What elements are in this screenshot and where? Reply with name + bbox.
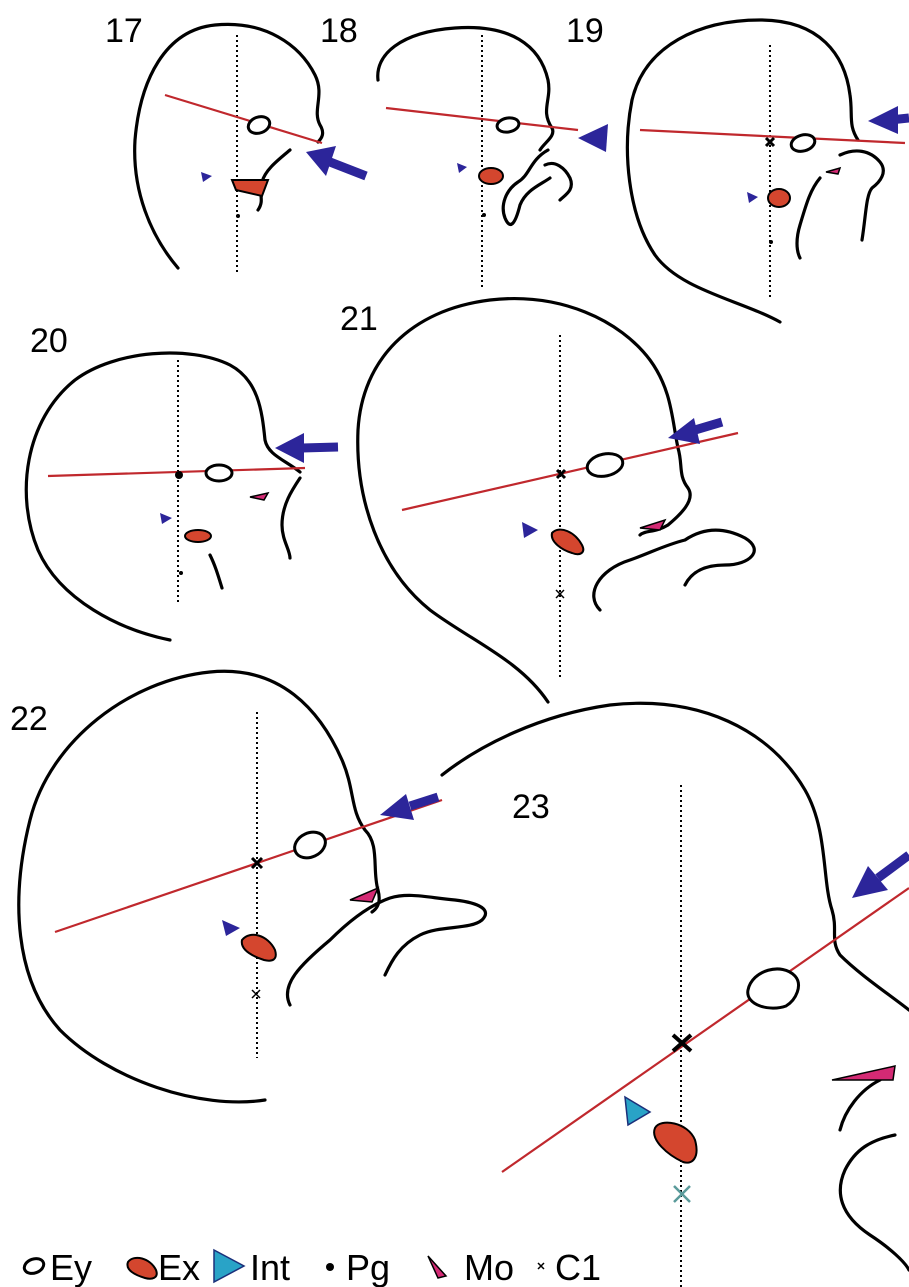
head-outline-23 <box>440 701 909 1272</box>
arrow-20 <box>275 433 339 463</box>
panel-label-18: 18 <box>320 12 358 50</box>
head-outline-22 <box>17 669 488 1104</box>
legend-label-pg: Pg <box>346 1247 390 1287</box>
eye-marker-19 <box>789 133 817 153</box>
plane-line-22 <box>54 798 443 934</box>
panel-label-17: 17 <box>105 12 143 50</box>
arrow-23 <box>852 851 909 898</box>
int-marker-19 <box>747 192 758 203</box>
legend-label-mo: Mo <box>464 1247 514 1287</box>
c1-legend-icon <box>537 1262 545 1270</box>
pg-marker-23 <box>671 1033 693 1053</box>
pg-marker-19 <box>764 136 776 148</box>
legend-item-pg: Pg <box>326 1247 390 1287</box>
plane-line-21 <box>401 431 739 512</box>
eye-marker-21 <box>585 452 625 478</box>
arrow-18 <box>578 124 608 152</box>
panel-19: 19 <box>566 12 909 324</box>
plane-line-18 <box>385 106 579 132</box>
c1-marker-23 <box>673 1185 691 1203</box>
int-marker-22 <box>222 920 240 936</box>
mo-legend-icon <box>427 1255 448 1279</box>
c1-marker-20 <box>179 571 183 575</box>
mo-marker-20 <box>249 491 270 501</box>
arrow-19 <box>868 106 909 134</box>
eye-marker-23 <box>746 967 800 1010</box>
ex-marker-21 <box>550 528 585 556</box>
ex-marker-23 <box>653 1121 698 1164</box>
panel-21: 21 <box>340 297 756 704</box>
ex-marker-18 <box>478 167 504 185</box>
ex-legend-icon <box>126 1256 158 1280</box>
c1-marker-21 <box>555 589 565 599</box>
legend-item-ex: Ex <box>126 1247 200 1287</box>
legend: Ey Ex Int Pg Mo C1 <box>22 1247 601 1287</box>
pg-marker-21 <box>555 468 567 480</box>
plane-line-17 <box>164 93 323 145</box>
panel-20: 20 <box>24 322 339 642</box>
eye-marker-17 <box>246 115 272 135</box>
head-outline-21 <box>356 297 756 704</box>
c1-marker-18 <box>482 213 486 217</box>
c1-marker-17 <box>236 214 240 218</box>
legend-item-int: Int <box>213 1247 290 1287</box>
ex-marker-22 <box>240 933 277 962</box>
c1-marker-22 <box>251 989 261 999</box>
legend-label-int: Int <box>250 1247 290 1287</box>
legend-label-ex: Ex <box>158 1247 200 1287</box>
legend-label-ey: Ey <box>50 1247 92 1287</box>
int-marker-21 <box>522 522 538 538</box>
eye-marker-20 <box>204 463 234 483</box>
mo-marker-23 <box>831 1065 896 1081</box>
panel-label-23: 23 <box>512 788 550 826</box>
panel-label-21: 21 <box>340 300 378 338</box>
eye-legend-icon <box>22 1257 46 1275</box>
panel-18: 18 <box>320 12 608 290</box>
arrow-17 <box>306 146 368 181</box>
arrow-22 <box>380 792 440 820</box>
head-outline-17 <box>133 22 325 270</box>
int-marker-20 <box>160 513 172 524</box>
int-legend-icon <box>213 1248 246 1284</box>
eye-marker-22 <box>293 830 327 860</box>
panel-23: 23 <box>440 701 909 1287</box>
ex-marker-19 <box>767 188 791 208</box>
head-outline-18 <box>376 25 573 227</box>
head-outline-19 <box>625 18 885 324</box>
legend-label-c1: C1 <box>555 1247 601 1287</box>
arrow-21 <box>668 417 724 444</box>
panel-label-22: 22 <box>10 700 48 738</box>
int-marker-18 <box>457 163 467 173</box>
plane-line-19 <box>639 128 906 145</box>
ex-marker-20 <box>184 529 212 543</box>
panel-label-19: 19 <box>566 12 604 50</box>
panel-22: 22 <box>10 669 488 1104</box>
pg-marker-22 <box>250 856 264 870</box>
mo-marker-22 <box>349 886 380 903</box>
legend-item-c1: C1 <box>537 1247 601 1287</box>
int-marker-17 <box>201 172 212 182</box>
head-outline-20 <box>24 351 302 642</box>
panel-17: 17 <box>105 12 368 275</box>
pg-marker-20 <box>175 471 183 479</box>
pg-legend-icon <box>326 1263 334 1271</box>
mo-marker-19 <box>825 166 842 175</box>
legend-item-ey: Ey <box>22 1247 92 1287</box>
mo-marker-21 <box>639 518 667 531</box>
int-marker-23 <box>624 1095 652 1127</box>
c1-marker-19 <box>769 240 773 244</box>
ex-marker-17 <box>230 179 270 198</box>
panel-label-20: 20 <box>30 322 68 360</box>
eye-marker-18 <box>495 116 521 134</box>
legend-item-mo: Mo <box>427 1247 514 1287</box>
plane-line-23 <box>501 887 909 1173</box>
